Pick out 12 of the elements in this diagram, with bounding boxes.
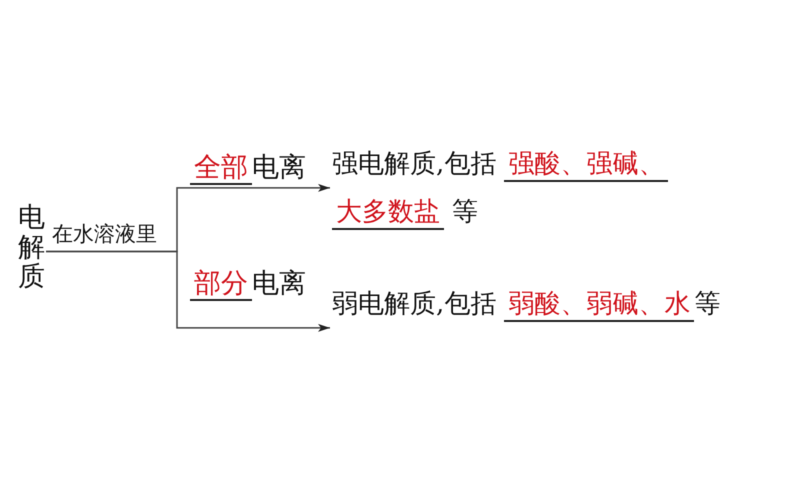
fill-in-answer: 弱酸、弱碱、水 bbox=[504, 290, 694, 322]
node-text: 强电解质,包括 bbox=[332, 150, 496, 180]
fill-in-answer: 大多数盐 bbox=[332, 198, 444, 230]
arrow bbox=[46, 250, 330, 332]
branch-condition: 在水溶液里 bbox=[52, 222, 157, 246]
fill-in-answer: 全部 bbox=[190, 152, 252, 186]
fill-in-answer: 强酸、强碱、 bbox=[504, 150, 668, 182]
vertical-text: 电解质 bbox=[18, 203, 45, 292]
node-text: 等 bbox=[694, 290, 720, 320]
fill-in-answer: 部分 bbox=[190, 268, 252, 302]
node-text: 弱电解质,包括 bbox=[332, 290, 496, 320]
node-text: 等 bbox=[452, 198, 478, 228]
